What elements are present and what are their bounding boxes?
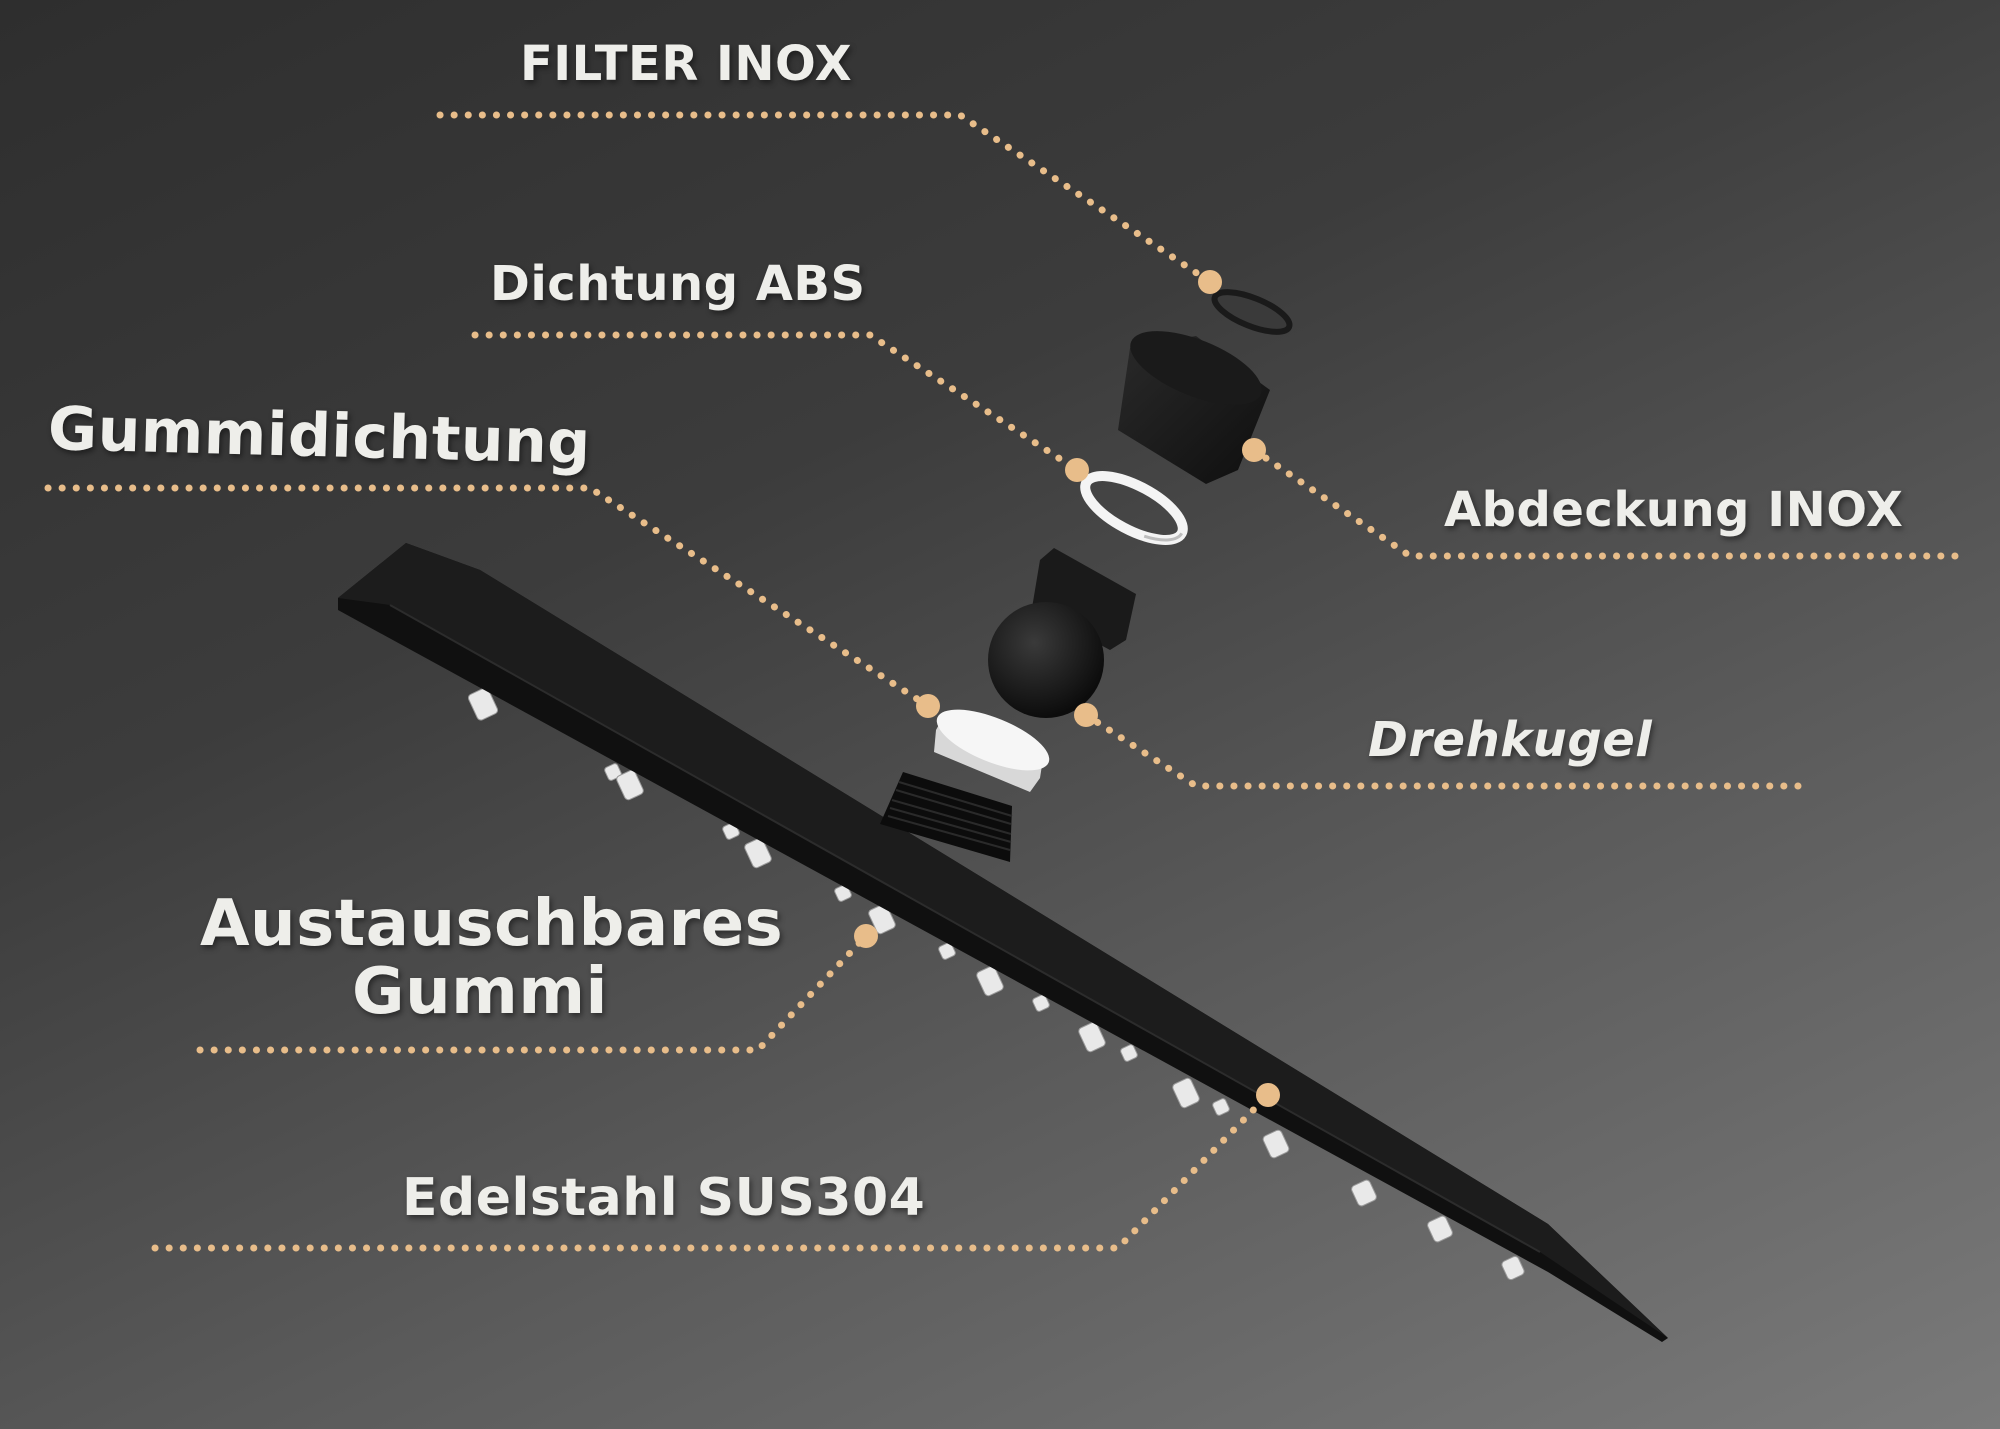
endpoint-dot [1074, 703, 1098, 727]
endpoint-dot [916, 694, 940, 718]
leader-endpoints [854, 270, 1280, 1107]
rubber-washer-part [934, 709, 1050, 792]
leader-line-gummidichtung [44, 484, 932, 710]
leader-line-edelstahl [151, 1091, 1272, 1252]
cover-cap-part [1118, 331, 1270, 484]
endpoint-dot [1065, 458, 1089, 482]
leader-line-dichtung-abs [471, 331, 1081, 474]
nozzles [467, 687, 1525, 1281]
label-gummidichtung: Gummidichtung [47, 394, 592, 479]
label-filter-inox: FILTER INOX [520, 36, 853, 92]
endpoint-dot [1242, 438, 1266, 462]
shower-head-plate [338, 543, 1668, 1342]
endpoint-dot [1256, 1083, 1280, 1107]
leader-line-abdeckung-inox [1250, 446, 1959, 560]
label-austauschbares-gummi: Austauschbares Gummi [200, 887, 784, 1029]
leader-line-drehkugel [1082, 711, 1802, 790]
label-abdeckung-inox: Abdeckung INOX [1444, 482, 1904, 538]
leader-lines [44, 111, 1959, 1252]
abs-seal-ring-part [1080, 471, 1188, 545]
leader-line-austauschbares-gummi [196, 932, 870, 1054]
label-edelstahl-sus304: Edelstahl SUS304 [402, 1168, 926, 1228]
endpoint-dot [854, 924, 878, 948]
ball-joint-part [988, 548, 1136, 718]
threaded-connector [880, 772, 1013, 862]
label-dichtung-abs: Dichtung ABS [490, 256, 866, 312]
filter-disc-part [1211, 289, 1293, 335]
endpoint-dot [1198, 270, 1222, 294]
leader-line-filter-inox [436, 111, 1214, 286]
label-drehkugel: Drehkugel [1368, 712, 1653, 768]
